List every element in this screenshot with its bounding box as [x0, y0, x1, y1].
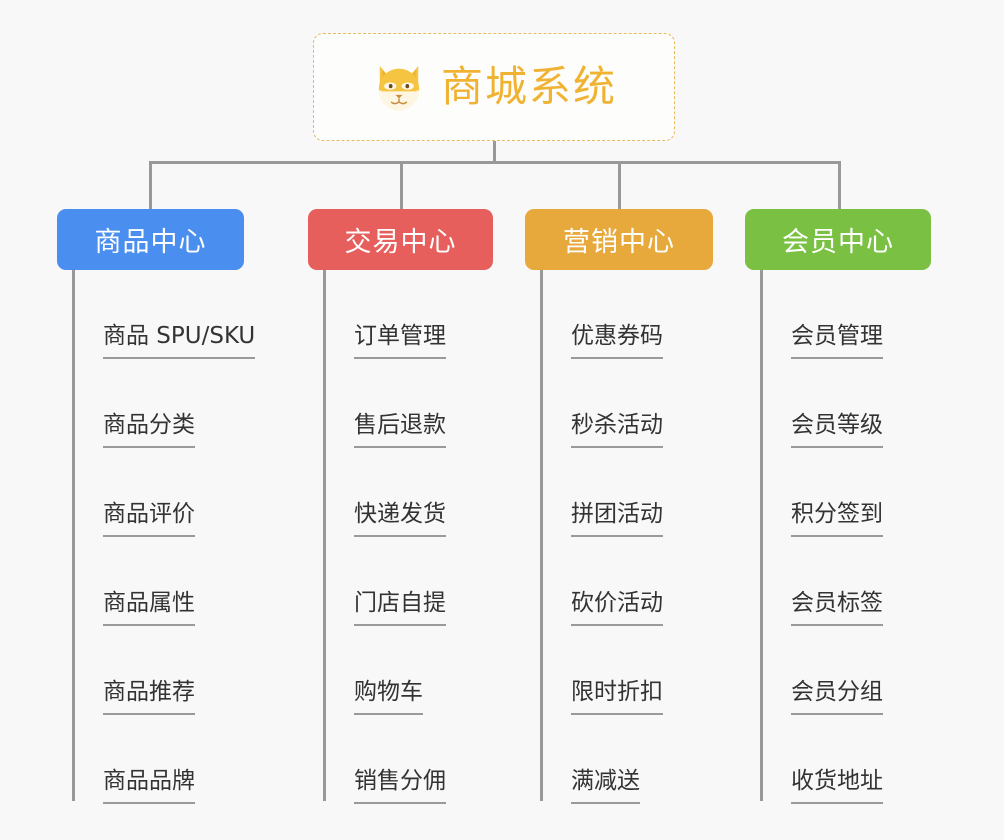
leaf-label: 商品品牌: [103, 770, 195, 804]
list-item[interactable]: 会员标签: [745, 537, 960, 626]
leaf-label: 会员管理: [791, 325, 883, 359]
list-item[interactable]: 满减送: [525, 715, 740, 804]
branch-spine-product-center: [72, 270, 75, 801]
leaf-label: 满减送: [571, 770, 640, 804]
list-item[interactable]: 订单管理: [308, 270, 523, 359]
list-item[interactable]: 商品分类: [57, 359, 287, 448]
branch-spine-trade-center: [323, 270, 326, 801]
branch-spine-marketing-center: [540, 270, 543, 801]
leaf-label: 会员标签: [791, 592, 883, 626]
list-item[interactable]: 销售分佣: [308, 715, 523, 804]
connector-horizontal-bus: [149, 161, 841, 164]
leaf-label: 销售分佣: [354, 770, 446, 804]
connector-root-stem: [493, 141, 496, 163]
list-item[interactable]: 优惠券码: [525, 270, 740, 359]
leaf-label: 秒杀活动: [571, 414, 663, 448]
list-item[interactable]: 快递发货: [308, 448, 523, 537]
list-item[interactable]: 限时折扣: [525, 626, 740, 715]
leaf-label: 售后退款: [354, 414, 446, 448]
branch-column-member-center: 会员中心 会员管理 会员等级 积分签到 会员标签 会员分组 收货地址: [745, 209, 960, 804]
root-node[interactable]: 商城系统: [313, 33, 675, 141]
branch-column-trade-center: 交易中心 订单管理 售后退款 快递发货 门店自提 购物车 销售分佣: [308, 209, 523, 804]
list-item[interactable]: 商品 SPU/SKU: [57, 270, 287, 359]
leaf-label: 商品属性: [103, 592, 195, 626]
leaf-label: 收货地址: [791, 770, 883, 804]
list-item[interactable]: 会员管理: [745, 270, 960, 359]
list-item[interactable]: 会员等级: [745, 359, 960, 448]
leaf-list-product-center: 商品 SPU/SKU 商品分类 商品评价 商品属性 商品推荐 商品品牌: [57, 270, 287, 804]
list-item[interactable]: 砍价活动: [525, 537, 740, 626]
leaf-label: 会员分组: [791, 681, 883, 715]
connector-drop-1: [149, 161, 152, 209]
branch-header-product-center[interactable]: 商品中心: [57, 209, 244, 270]
leaf-label: 积分签到: [791, 503, 883, 537]
leaf-list-trade-center: 订单管理 售后退款 快递发货 门店自提 购物车 销售分佣: [308, 270, 523, 804]
leaf-label: 门店自提: [354, 592, 446, 626]
leaf-list-marketing-center: 优惠券码 秒杀活动 拼团活动 砍价活动 限时折扣 满减送: [525, 270, 740, 804]
branch-column-marketing-center: 营销中心 优惠券码 秒杀活动 拼团活动 砍价活动 限时折扣 满减送: [525, 209, 740, 804]
leaf-label: 购物车: [354, 681, 423, 715]
list-item[interactable]: 商品评价: [57, 448, 287, 537]
branch-spine-member-center: [760, 270, 763, 801]
list-item[interactable]: 商品推荐: [57, 626, 287, 715]
leaf-label: 商品评价: [103, 503, 195, 537]
leaf-label: 会员等级: [791, 414, 883, 448]
leaf-label: 订单管理: [354, 325, 446, 359]
list-item[interactable]: 售后退款: [308, 359, 523, 448]
list-item[interactable]: 商品品牌: [57, 715, 287, 804]
leaf-label: 商品推荐: [103, 681, 195, 715]
shiba-inu-dog-face-emoji: [371, 59, 427, 115]
leaf-label: 商品 SPU/SKU: [103, 325, 256, 359]
connector-drop-4: [838, 161, 841, 209]
list-item[interactable]: 会员分组: [745, 626, 960, 715]
branch-header-trade-center[interactable]: 交易中心: [308, 209, 493, 270]
leaf-label: 砍价活动: [571, 592, 663, 626]
connector-drop-2: [400, 161, 403, 209]
leaf-label: 优惠券码: [571, 325, 663, 359]
list-item[interactable]: 购物车: [308, 626, 523, 715]
branch-column-product-center: 商品中心 商品 SPU/SKU 商品分类 商品评价 商品属性 商品推荐 商品品牌: [57, 209, 287, 804]
list-item[interactable]: 拼团活动: [525, 448, 740, 537]
leaf-list-member-center: 会员管理 会员等级 积分签到 会员标签 会员分组 收货地址: [745, 270, 960, 804]
branch-header-member-center[interactable]: 会员中心: [745, 209, 931, 270]
leaf-label: 限时折扣: [571, 681, 663, 715]
leaf-label: 商品分类: [103, 414, 195, 448]
branch-header-marketing-center[interactable]: 营销中心: [525, 209, 713, 270]
list-item[interactable]: 收货地址: [745, 715, 960, 804]
root-title: 商城系统: [440, 62, 617, 111]
leaf-label: 拼团活动: [571, 503, 663, 537]
leaf-label: 快递发货: [354, 503, 446, 537]
list-item[interactable]: 商品属性: [57, 537, 287, 626]
connector-drop-3: [618, 161, 621, 209]
list-item[interactable]: 门店自提: [308, 537, 523, 626]
list-item[interactable]: 积分签到: [745, 448, 960, 537]
list-item[interactable]: 秒杀活动: [525, 359, 740, 448]
